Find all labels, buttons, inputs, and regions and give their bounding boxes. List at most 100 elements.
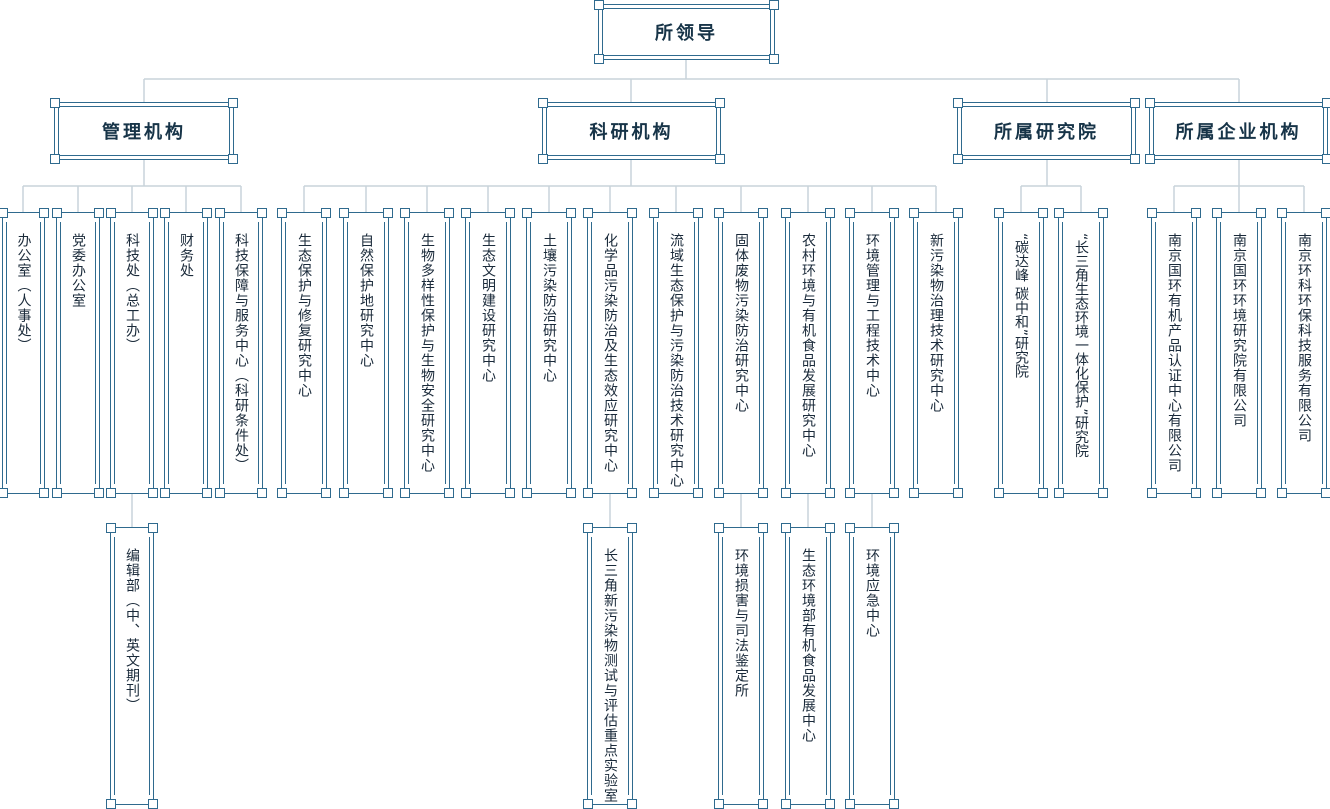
corner-ornament <box>538 154 548 164</box>
corner-ornament <box>627 523 637 533</box>
corner-ornament <box>953 154 963 164</box>
corner-ornament <box>825 488 835 498</box>
corner-ornament <box>889 523 899 533</box>
unit-label: 生态保护与修复研究中心 <box>296 233 312 398</box>
branch-institutes: 所属研究院 <box>953 98 1140 164</box>
unit-label: 南京国环环境研究院有限公司 <box>1231 233 1247 428</box>
corner-ornament <box>627 208 637 218</box>
corner-ornament <box>50 98 60 108</box>
unit-label: 化学品污染防治及生态效应研究中心 <box>602 233 618 473</box>
corner-ornament <box>825 523 835 533</box>
corner-ornament <box>215 208 225 218</box>
unit-label: 长三角新污染物测试与评估重点实验室 <box>602 548 618 803</box>
unit-label: 编辑部（中、英文期刊） <box>124 548 140 713</box>
corner-ornament <box>94 208 104 218</box>
unit-label: 农村环境与有机食品发展研究中心 <box>800 233 816 458</box>
corner-ornament <box>1038 208 1048 218</box>
corner-ornament <box>714 523 724 533</box>
corner-ornament <box>1256 488 1266 498</box>
unit-env-management: 环境管理与工程技术中心 <box>845 208 899 498</box>
corner-ornament <box>94 488 104 498</box>
corner-ornament <box>781 488 791 498</box>
branch-label: 科研机构 <box>589 122 674 143</box>
corner-ornament <box>583 523 593 533</box>
unit-watershed: 流域生态保护与污染防治技术研究中心 <box>649 208 703 498</box>
unit-chemicals: 化学品污染防治及生态效应研究中心 <box>583 208 637 498</box>
unit-sci-support: 科技保障与服务中心（科研条件处） <box>215 208 267 498</box>
root-node: 所领导 <box>594 0 779 64</box>
corner-ornament <box>1322 154 1330 164</box>
corner-ornament <box>714 488 724 498</box>
corner-ornament <box>566 488 576 498</box>
corner-ornament <box>202 208 212 218</box>
unit-emergency: 环境应急中心 <box>845 523 899 809</box>
unit-editorial: 编辑部（中、英文期刊） <box>106 523 158 809</box>
corner-ornament <box>781 523 791 533</box>
corner-ornament <box>1054 208 1064 218</box>
branch-label: 所属研究院 <box>994 122 1099 143</box>
unit-label: 环境管理与工程技术中心 <box>864 233 880 398</box>
corner-ornament <box>400 208 410 218</box>
unit-label: 财务处 <box>178 233 194 278</box>
corner-ornament <box>461 208 471 218</box>
branch-enterprises: 所属企业机构 <box>1145 98 1330 164</box>
corner-ornament <box>522 208 532 218</box>
corner-ornament <box>50 154 60 164</box>
corner-ornament <box>994 208 1004 218</box>
corner-ornament <box>693 208 703 218</box>
corner-ornament <box>583 208 593 218</box>
corner-ornament <box>148 208 158 218</box>
corner-ornament <box>1191 488 1201 498</box>
branch-label: 管理机构 <box>102 122 186 143</box>
corner-ornament <box>1191 208 1201 218</box>
unit-label: 科技处（总工办） <box>124 233 140 353</box>
corner-ornament <box>1145 154 1155 164</box>
corner-ornament <box>383 488 393 498</box>
unit-nature-reserve: 自然保护地研究中心 <box>339 208 393 498</box>
corner-ornament <box>148 488 158 498</box>
corner-ornament <box>202 488 212 498</box>
corner-ornament <box>909 488 919 498</box>
unit-label: 新污染物治理技术研究中心 <box>928 233 944 413</box>
corner-ornament <box>1277 208 1287 218</box>
corner-ornament <box>594 0 604 10</box>
corner-ornament <box>538 98 548 108</box>
unit-party-office: 党委办公室 <box>52 208 104 498</box>
corner-ornament <box>0 208 8 218</box>
corner-ornament <box>1277 488 1287 498</box>
corner-ornament <box>505 488 515 498</box>
unit-label: 固体废物污染防治研究中心 <box>733 233 749 413</box>
corner-ornament <box>566 208 576 218</box>
corner-ornament <box>228 154 238 164</box>
unit-label: 南京国环有机产品认证中心有限公司 <box>1166 233 1182 473</box>
unit-soil: 土壤污染防治研究中心 <box>522 208 576 498</box>
corner-ornament <box>383 208 393 218</box>
unit-label: 流域生态保护与污染防治技术研究中心 <box>668 233 684 488</box>
unit-sci-tech: 科技处（总工办） <box>106 208 158 498</box>
corner-ornament <box>52 488 62 498</box>
corner-ornament <box>693 488 703 498</box>
corner-ornament <box>1145 98 1155 108</box>
corner-ornament <box>106 208 116 218</box>
unit-certification: 南京国环有机产品认证中心有限公司 <box>1147 208 1201 498</box>
unit-label: 环境损害与司法鉴定所 <box>733 548 749 698</box>
unit-label: 环境应急中心 <box>864 548 880 638</box>
unit-label: 办公室（人事处） <box>15 233 32 353</box>
root-label: 所领导 <box>655 23 718 44</box>
corner-ornament <box>505 208 515 218</box>
corner-ornament <box>649 208 659 218</box>
corner-ornament <box>277 208 287 218</box>
unit-label: 生态文明建设研究中心 <box>480 233 496 383</box>
corner-ornament <box>583 488 593 498</box>
unit-yrd-lab: 长三角新污染物测试与评估重点实验室 <box>583 523 637 809</box>
corner-ornament <box>953 98 963 108</box>
corner-ornament <box>257 208 267 218</box>
corner-ornament <box>444 488 454 498</box>
unit-label: 生态环境部有机食品发展中心 <box>800 548 816 743</box>
unit-solid-waste: 固体废物污染防治研究中心 <box>714 208 768 498</box>
corner-ornament <box>0 488 8 498</box>
unit-eco-protection: 生态保护与修复研究中心 <box>277 208 331 498</box>
corner-ornament <box>649 488 659 498</box>
corner-ornament <box>215 488 225 498</box>
corner-ornament <box>627 488 637 498</box>
